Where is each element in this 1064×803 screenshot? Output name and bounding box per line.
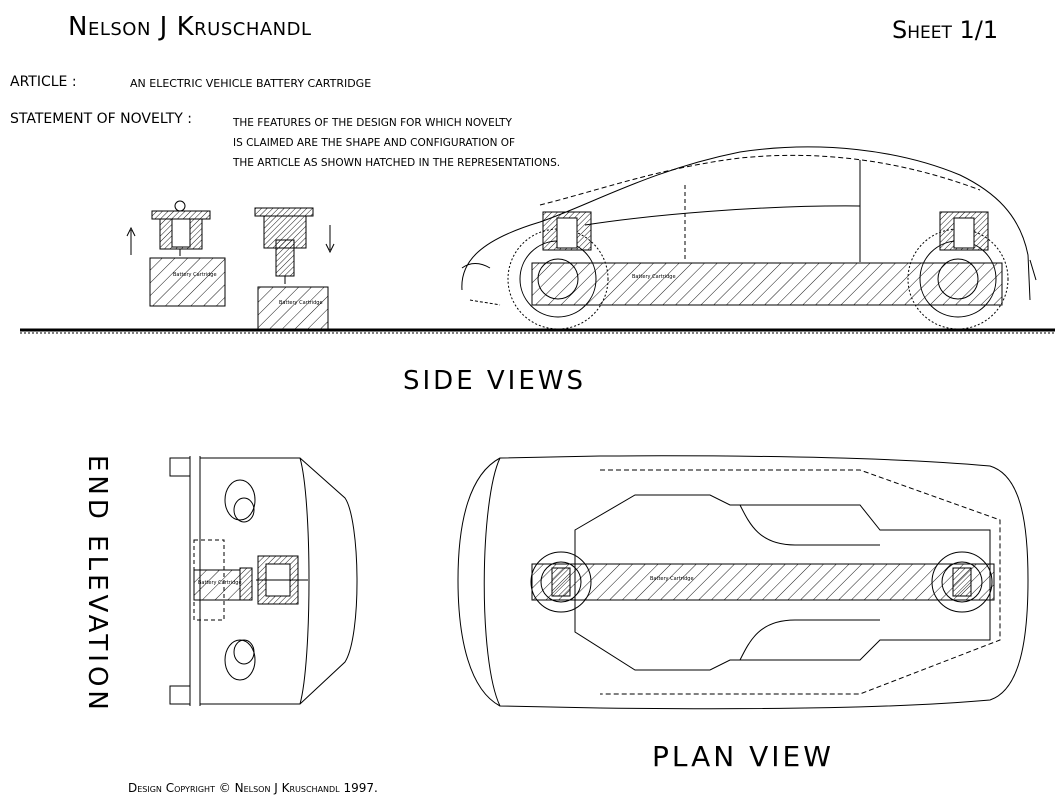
novelty-line-3: the article as shown hatched in the repr…: [233, 157, 561, 169]
side-views-caption: SIDE VIEWS: [403, 366, 586, 396]
detail-lift-label: Battery Cartridge: [173, 272, 217, 278]
ground-line: [20, 328, 1055, 334]
end-elevation-drawing: [169, 456, 358, 706]
car-plan-view: [457, 455, 1029, 710]
end-elevation-caption: END ELEVATION: [82, 455, 112, 714]
copyright-notice: Design Copyright © Nelson J Kruschandl 1…: [128, 781, 378, 795]
detail-lift: [126, 200, 226, 307]
end-elevation-cartridge-label: Battery Cartridge: [198, 580, 242, 586]
novelty-line-2: is claimed are the shape and configurati…: [233, 137, 516, 149]
article-label: ARTICLE :: [10, 74, 77, 90]
article-text: An electric vehicle battery cartridge: [130, 77, 372, 90]
novelty-text: The features of the design for which nov…: [233, 113, 560, 173]
plan-view-cartridge-label: Battery Cartridge: [650, 576, 694, 582]
side-view-cartridge-label: Battery Cartridge: [632, 274, 676, 280]
detail-lower-label: Battery Cartridge: [279, 300, 323, 306]
novelty-label: STATEMENT OF NOVELTY :: [10, 111, 192, 127]
detail-lower: [254, 207, 335, 330]
author-name: Nelson J Kruschandl: [68, 12, 312, 42]
novelty-line-1: The features of the design for which nov…: [233, 117, 512, 129]
plan-view-caption: PLAN VIEW: [652, 740, 834, 773]
sheet-number: Sheet 1/1: [892, 16, 999, 44]
car-side-view: [461, 146, 1037, 330]
